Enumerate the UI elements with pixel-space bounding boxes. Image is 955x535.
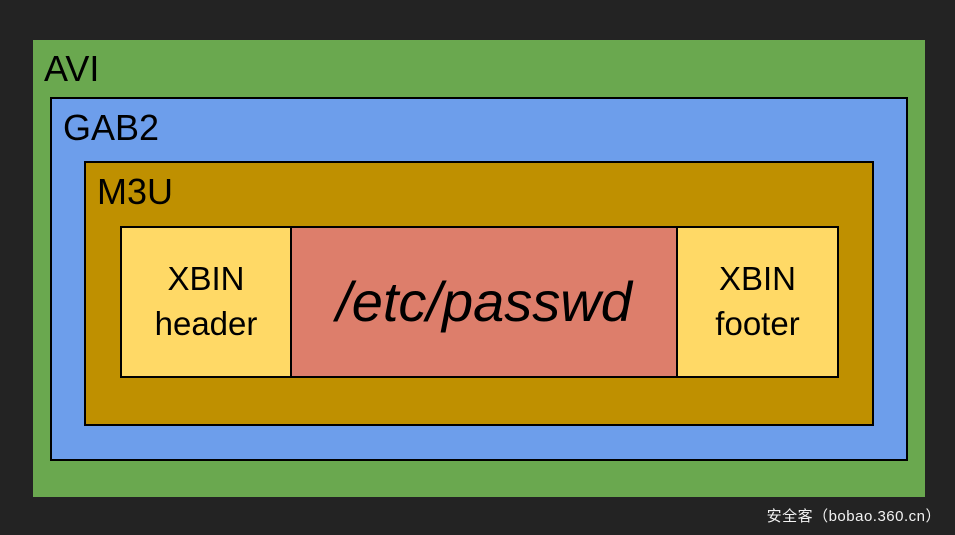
segment-xbin-header: XBIN header [120,226,292,378]
segment-xbin-header-label: XBIN header [154,260,258,342]
watermark-text: 安全客（bobao.360.cn） [766,508,941,525]
segment-etc-passwd: /etc/passwd [292,226,678,378]
layer-box-gab2: GAB2 M3U XBIN header /etc/passwd XBIN fo… [50,97,908,461]
segment-etc-passwd-label: /etc/passwd [336,270,632,334]
segment-xbin-footer-label: XBIN footer [715,260,800,342]
layer-label-gab2: GAB2 [63,107,160,148]
layer-label-m3u: M3U [97,171,174,212]
segment-xbin-footer: XBIN footer [678,226,839,378]
layer-box-m3u: M3U XBIN header /etc/passwd XBIN footer [84,161,874,426]
layer-label-avi: AVI [44,48,100,89]
layer-box-avi: AVI GAB2 M3U XBIN header /etc/passwd XBI… [33,40,925,497]
segment-row: XBIN header /etc/passwd XBIN footer [120,226,839,378]
